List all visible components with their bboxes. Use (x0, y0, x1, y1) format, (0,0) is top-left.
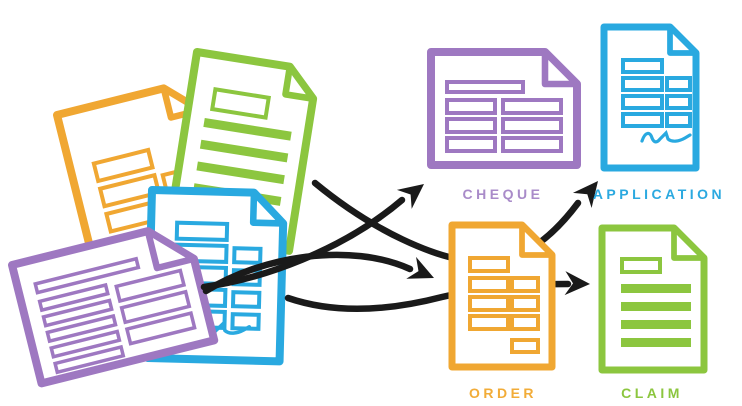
document-content-row (199, 139, 289, 163)
document-content-row (196, 161, 285, 185)
pile-document-purple (8, 227, 219, 388)
document-content-row (230, 290, 262, 309)
document-fold (519, 222, 555, 258)
document-fold (541, 48, 581, 88)
document-content-row (468, 314, 510, 331)
document-pile (8, 48, 318, 388)
cheque-label: CHEQUE (463, 186, 544, 202)
document-content-row (232, 246, 263, 265)
document-content-row (501, 98, 563, 115)
document-fold (667, 24, 699, 56)
document-content-row (468, 276, 510, 293)
document-content-row (468, 295, 510, 312)
document-fold (671, 225, 707, 261)
classification-arrows (200, 179, 598, 312)
arrowhead-icon (564, 271, 590, 296)
document-content-row (45, 313, 118, 344)
document-content-row (621, 338, 691, 347)
document-content-row (445, 117, 497, 134)
category-cheque: CHEQUE (427, 48, 581, 202)
arrowhead-icon (396, 184, 424, 209)
document-content-row (37, 282, 110, 313)
category-order: ORDER (448, 221, 556, 401)
document-content-row (468, 256, 510, 273)
document-content-row (501, 136, 563, 153)
document-content-row (510, 295, 540, 312)
arrow-to-order (202, 251, 434, 295)
document-content-row (119, 289, 192, 325)
document-content-row (41, 298, 114, 328)
document-content-row (174, 220, 230, 243)
category-claim: CLAIM (598, 224, 708, 401)
document-content-row (665, 112, 692, 128)
document-fold (144, 227, 198, 272)
document-content-row (621, 320, 691, 329)
arrowhead-icon (406, 256, 434, 279)
document-fold (282, 63, 317, 103)
document-content-row (510, 276, 540, 293)
document-content-row (621, 58, 664, 74)
document-content-row (501, 117, 563, 134)
order-document (448, 221, 556, 371)
document-content-row (621, 284, 691, 293)
claim-document (598, 224, 708, 374)
arrowhead-icon (572, 181, 598, 208)
document-content-row (124, 311, 197, 346)
application-document (600, 23, 700, 172)
document-content-row (52, 344, 126, 375)
cheque-document (427, 48, 581, 169)
document-content-row (203, 118, 292, 141)
document-content-row (510, 314, 540, 331)
document-content-row (445, 98, 497, 115)
document-content-row (621, 302, 691, 311)
document-content-row (49, 329, 122, 359)
document-content-row (445, 136, 497, 153)
document-content-row (209, 87, 272, 120)
document-content-row (97, 172, 162, 209)
document-body (598, 224, 708, 374)
document-content-row (33, 256, 141, 295)
document-content-row (665, 76, 692, 92)
document-content-row (665, 94, 692, 110)
claim-label: CLAIM (621, 385, 683, 401)
document-content-row (91, 147, 155, 184)
document-content-row (445, 80, 525, 94)
signature-squiggle (640, 130, 692, 144)
document-content-row (114, 268, 187, 304)
document-content-row (621, 94, 664, 110)
document-content-row (510, 338, 540, 354)
arrow-shaft (202, 251, 414, 295)
application-label: APPLICATION (593, 186, 725, 202)
order-label: ORDER (469, 385, 537, 401)
document-content-row (620, 257, 662, 274)
document-content-row (621, 112, 664, 128)
document-fold (249, 189, 287, 227)
document-content-row (621, 76, 664, 92)
category-application: APPLICATION (593, 23, 725, 202)
